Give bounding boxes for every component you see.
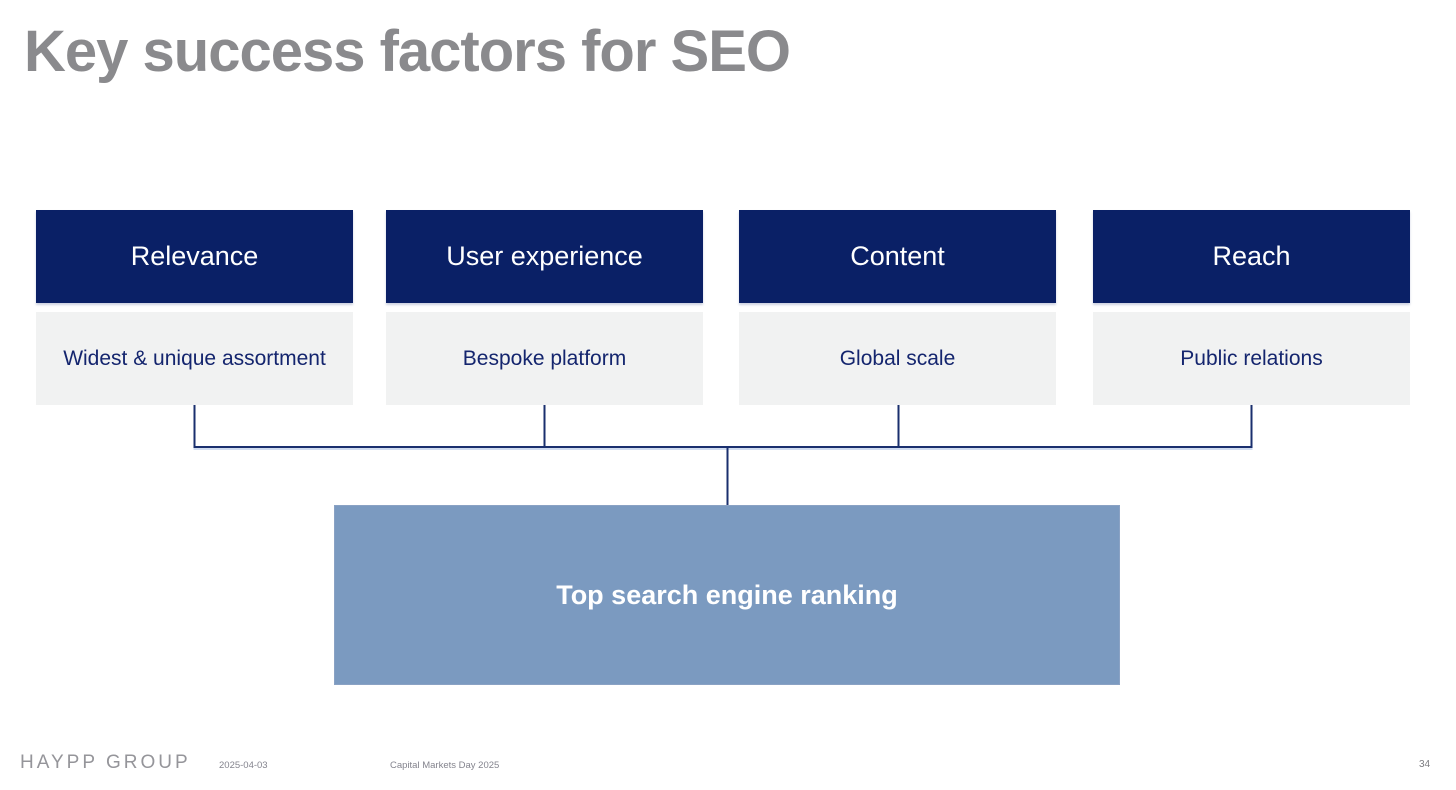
factor-header-label: Relevance <box>130 241 259 271</box>
factor-header-label: Content <box>850 241 945 271</box>
factor-column-relevance: Relevance Widest & unique assortment <box>36 210 353 405</box>
factor-detail-box: Public relations <box>1093 312 1410 405</box>
factor-header-box: User experience <box>386 210 703 303</box>
factor-column-user-experience: User experience Bespoke platform <box>386 210 703 405</box>
factor-detail-label: Global scale <box>839 346 956 370</box>
page-title: Key success factors for SEO <box>24 19 791 84</box>
factor-header-box: Relevance <box>36 210 353 303</box>
factor-detail-box: Global scale <box>739 312 1056 405</box>
result-box: Top search engine ranking <box>334 505 1120 685</box>
factor-header-box: Content <box>739 210 1056 303</box>
factor-column-reach: Reach Public relations <box>1093 210 1410 405</box>
haypp-group-logo: HAYPP GROUP <box>20 752 191 773</box>
footer-date: 2025-04-03 <box>219 760 268 771</box>
result-label: Top search engine ranking <box>556 579 898 610</box>
factor-detail-box: Widest & unique assortment <box>36 312 353 405</box>
footer-event: Capital Markets Day 2025 <box>390 760 500 771</box>
factor-header-box: Reach <box>1093 210 1410 303</box>
page-number: 34 <box>1419 759 1431 770</box>
factor-detail-label: Bespoke platform <box>462 346 627 370</box>
factor-detail-label: Widest & unique assortment <box>63 346 326 370</box>
factor-column-content: Content Global scale <box>739 210 1056 405</box>
factor-header-label: User experience <box>446 241 643 271</box>
factor-header-label: Reach <box>1212 241 1291 271</box>
factor-detail-box: Bespoke platform <box>386 312 703 405</box>
factor-detail-label: Public relations <box>1180 346 1323 370</box>
